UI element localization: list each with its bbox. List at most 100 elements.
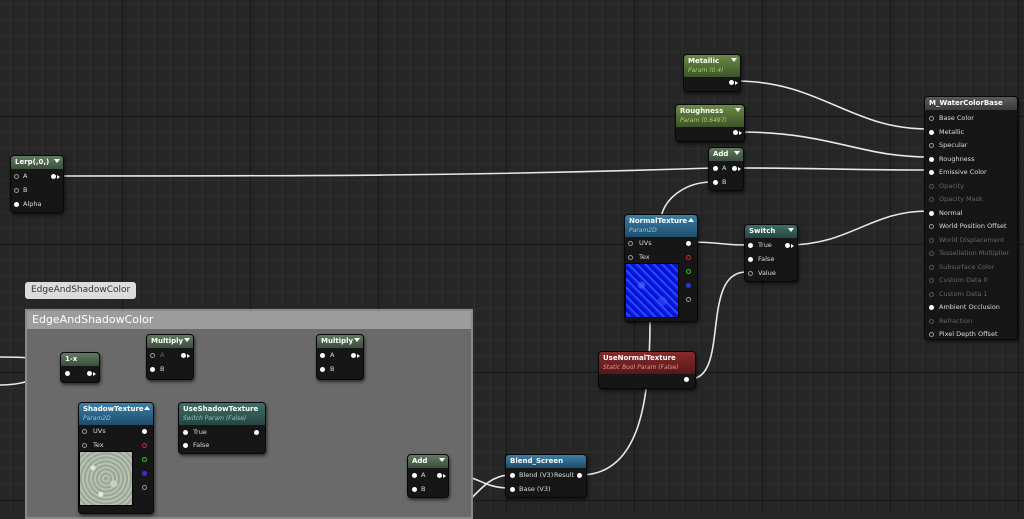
material-input-pin[interactable] xyxy=(929,183,934,189)
material-input-pin[interactable] xyxy=(929,264,934,270)
multiply-node-header[interactable]: Multiply xyxy=(147,335,193,348)
input-pin-b[interactable] xyxy=(320,367,325,372)
output-pin-a[interactable] xyxy=(686,297,691,302)
switch-node[interactable]: Switch True False Value xyxy=(744,224,798,282)
add-node-bottom[interactable]: Add A B xyxy=(407,454,449,498)
switch-node-header[interactable]: Switch xyxy=(745,225,797,238)
output-pin-result[interactable] xyxy=(577,473,582,478)
output-pin-rgb[interactable] xyxy=(142,429,147,434)
output-pin[interactable] xyxy=(51,174,56,179)
input-pin-uvs[interactable] xyxy=(82,429,87,434)
lerp-node[interactable]: Lerp(,0,) A B Alpha xyxy=(10,155,64,213)
material-input-pin[interactable] xyxy=(929,143,934,148)
comment-bubble[interactable]: EdgeAndShadowColor xyxy=(25,282,137,299)
input-pin-false[interactable] xyxy=(748,257,753,262)
normal-texture-node[interactable]: NormalTexture Param2D UVs Tex xyxy=(624,214,698,322)
metallic-node[interactable]: Metallic Param (0.4) xyxy=(683,54,741,92)
input-pin-tex[interactable] xyxy=(628,255,633,260)
add-node-header[interactable]: Add xyxy=(408,455,448,468)
shadow-texture-node-header[interactable]: ShadowTexture Param2D xyxy=(79,403,153,425)
material-input-pin[interactable] xyxy=(929,251,934,256)
input-pin-b[interactable] xyxy=(713,180,718,185)
collapse-arrow-icon[interactable] xyxy=(688,218,694,222)
input-pin-true[interactable] xyxy=(183,430,188,435)
collapse-arrow-icon[interactable] xyxy=(144,406,150,410)
material-input-pin[interactable] xyxy=(929,210,934,216)
roughness-node[interactable]: Roughness Param (0.6497) xyxy=(675,104,745,142)
add-node-top[interactable]: Add A B xyxy=(708,147,744,191)
input-pin-a[interactable] xyxy=(713,166,718,171)
input-pin-alpha[interactable] xyxy=(14,202,19,207)
comment-box-title[interactable]: EdgeAndShadowColor xyxy=(27,311,471,329)
collapse-arrow-icon[interactable] xyxy=(735,108,741,112)
material-input-pin[interactable] xyxy=(929,237,934,243)
material-input-pin[interactable] xyxy=(929,129,934,135)
one-minus-node-header[interactable]: 1-x xyxy=(61,353,99,366)
output-pin[interactable] xyxy=(351,353,356,358)
collapse-arrow-icon[interactable] xyxy=(354,338,360,342)
output-pin-b[interactable] xyxy=(686,283,691,288)
use-shadow-texture-node[interactable]: UseShadowTexture Switch Param (False) Tr… xyxy=(178,402,266,454)
multiply-node-header[interactable]: Multiply xyxy=(317,335,363,348)
multiply-node-2[interactable]: Multiply A B xyxy=(316,334,364,380)
output-pin-rgb[interactable] xyxy=(686,241,691,246)
input-pin-value[interactable] xyxy=(748,271,753,276)
output-pin[interactable] xyxy=(684,377,689,382)
collapse-arrow-icon[interactable] xyxy=(734,151,740,155)
material-output-node-header[interactable]: M_WaterColorBase xyxy=(925,97,1017,110)
output-pin[interactable] xyxy=(254,430,259,435)
material-input-pin[interactable] xyxy=(929,197,934,202)
input-pin-blend[interactable] xyxy=(510,473,515,478)
input-pin-base[interactable] xyxy=(510,487,515,492)
output-pin[interactable] xyxy=(729,80,734,85)
input-pin-b[interactable] xyxy=(412,487,417,492)
material-input-pin[interactable] xyxy=(929,332,934,337)
material-input-pin[interactable] xyxy=(929,156,934,162)
add-node-header[interactable]: Add xyxy=(709,148,743,161)
input-pin-b[interactable] xyxy=(150,367,155,372)
collapse-arrow-icon[interactable] xyxy=(54,159,60,163)
output-pin-a[interactable] xyxy=(142,485,147,490)
blend-screen-node-header[interactable]: Blend_Screen xyxy=(506,455,586,468)
output-pin-g[interactable] xyxy=(686,269,691,274)
material-input-pin[interactable] xyxy=(929,278,934,283)
output-pin-b[interactable] xyxy=(142,471,147,476)
input-pin[interactable] xyxy=(65,371,70,376)
material-input-pin[interactable] xyxy=(929,224,934,229)
input-pin-a[interactable] xyxy=(412,473,417,478)
output-pin[interactable] xyxy=(87,371,92,376)
input-pin-tex[interactable] xyxy=(82,443,87,448)
input-pin-false[interactable] xyxy=(183,443,188,448)
one-minus-node[interactable]: 1-x xyxy=(60,352,100,383)
normal-texture-node-header[interactable]: NormalTexture Param2D xyxy=(625,215,697,237)
blend-screen-node[interactable]: Blend_Screen Blend (V3) Base (V3) Result xyxy=(505,454,587,498)
collapse-arrow-icon[interactable] xyxy=(788,228,794,232)
collapse-arrow-icon[interactable] xyxy=(731,58,737,62)
collapse-arrow-icon[interactable] xyxy=(439,458,445,462)
input-pin-a[interactable] xyxy=(320,353,325,358)
roughness-node-header[interactable]: Roughness Param (0.6497) xyxy=(676,105,744,127)
input-pin-a[interactable] xyxy=(14,174,19,179)
output-pin[interactable] xyxy=(181,353,186,358)
use-shadow-texture-node-header[interactable]: UseShadowTexture Switch Param (False) xyxy=(179,403,265,425)
use-normal-texture-node-header[interactable]: UseNormalTexture Static Bool Param (Fals… xyxy=(599,352,695,374)
output-pin[interactable] xyxy=(732,166,737,171)
input-pin-a[interactable] xyxy=(150,353,155,358)
multiply-node-1[interactable]: Multiply A B xyxy=(146,334,194,380)
input-pin-b[interactable] xyxy=(14,188,19,193)
input-pin-uvs[interactable] xyxy=(628,241,633,246)
lerp-node-header[interactable]: Lerp(,0,) xyxy=(11,156,63,169)
output-pin-r[interactable] xyxy=(686,255,691,260)
metallic-node-header[interactable]: Metallic Param (0.4) xyxy=(684,55,740,77)
material-input-pin[interactable] xyxy=(929,305,934,310)
output-pin-g[interactable] xyxy=(142,457,147,462)
output-pin[interactable] xyxy=(437,473,442,478)
material-input-pin[interactable] xyxy=(929,318,934,324)
output-pin-r[interactable] xyxy=(142,443,147,448)
input-pin-true[interactable] xyxy=(748,243,753,248)
collapse-arrow-icon[interactable] xyxy=(184,338,190,342)
use-normal-texture-node[interactable]: UseNormalTexture Static Bool Param (Fals… xyxy=(598,351,696,389)
output-pin[interactable] xyxy=(785,243,790,248)
material-input-pin[interactable] xyxy=(929,291,934,297)
